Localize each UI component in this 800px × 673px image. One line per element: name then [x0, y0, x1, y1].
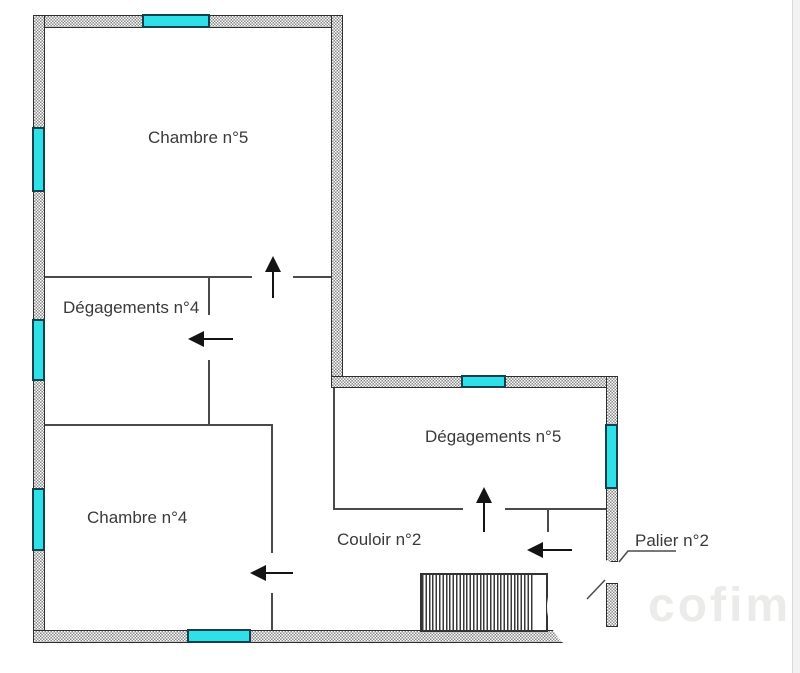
room-label-chambre4: Chambre n°4 — [87, 508, 188, 527]
door-arrow-up-shaft — [272, 271, 274, 298]
room-label-degagements4: Dégagements n°4 — [63, 298, 200, 317]
window-marker-left-3 — [32, 488, 45, 551]
interior-wall-line — [547, 508, 549, 532]
door-arrow-up-icon — [476, 487, 492, 503]
watermark-logo-circle — [547, 559, 643, 655]
door-swing-line — [586, 579, 606, 600]
room-label-couloir2: Couloir n°2 — [337, 530, 422, 549]
window-marker-wing-right — [605, 424, 618, 489]
interior-wall-line — [271, 593, 273, 630]
interior-wall-line — [271, 424, 273, 553]
door-arrow-left-shaft — [203, 338, 233, 340]
window-marker-left-1 — [32, 127, 45, 192]
interior-wall-line — [45, 276, 252, 278]
interior-wall-line — [333, 508, 463, 510]
page-edge-strip — [792, 0, 800, 673]
interior-wall-line — [505, 508, 606, 510]
palier-leader-line — [618, 550, 676, 563]
interior-wall-line — [45, 424, 273, 426]
door-arrow-left-shaft — [542, 549, 572, 551]
door-arrow-up-shaft — [483, 502, 485, 532]
wall-right-upper — [331, 15, 343, 388]
wall-bottom — [33, 630, 572, 643]
room-label-palier2: Palier n°2 — [635, 531, 709, 550]
interior-wall-line — [208, 360, 210, 425]
door-arrow-left-icon — [188, 331, 204, 347]
room-label-degagements5: Dégagements n°5 — [425, 427, 562, 446]
window-marker-left-2 — [32, 319, 45, 381]
door-arrow-left-shaft — [265, 572, 293, 574]
wall-door-post — [606, 583, 618, 627]
watermark-text: cofim — [648, 579, 792, 632]
room-label-chambre5: Chambre n°5 — [148, 128, 249, 147]
interior-wall-line — [293, 276, 331, 278]
door-arrow-up-icon — [265, 256, 281, 272]
interior-wall-line — [333, 388, 335, 509]
door-arrow-left-icon — [527, 542, 543, 558]
window-marker-bottom — [187, 629, 251, 643]
window-marker-top — [142, 14, 210, 28]
window-marker-wing-top — [461, 375, 506, 388]
door-arrow-left-icon — [250, 565, 266, 581]
interior-wall-line — [208, 276, 210, 315]
